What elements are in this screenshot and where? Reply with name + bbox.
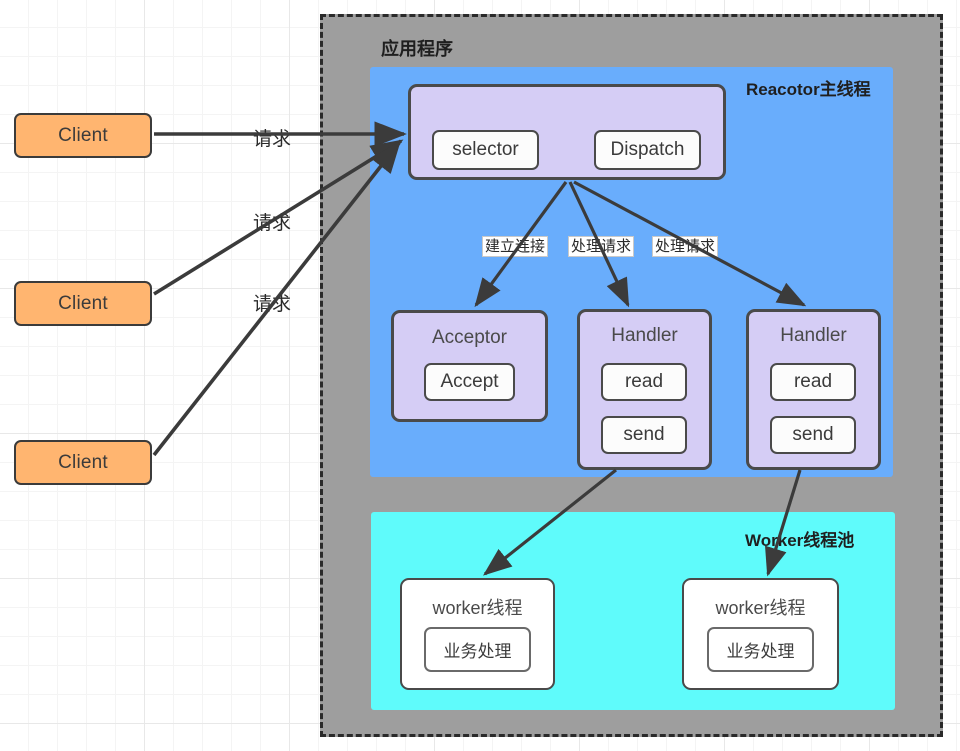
client-label: Client	[58, 292, 108, 314]
edge-label-establish-connection: 建立连接	[482, 236, 549, 258]
request-label-2: 请求	[253, 213, 292, 234]
dispatch-label: Dispatch	[610, 139, 685, 160]
send-label: send	[623, 424, 665, 445]
edge-label-handle-request-1: 处理请求	[568, 236, 635, 258]
handler-read-box-2[interactable]: read	[770, 363, 856, 401]
client-label: Client	[58, 124, 108, 146]
acceptor-title: Acceptor	[432, 327, 507, 348]
handler-send-box-1[interactable]: send	[601, 416, 687, 454]
worker-task-label: 业务处理	[443, 642, 512, 661]
app-container-title: 应用程序	[381, 39, 453, 59]
accept-box[interactable]: Accept	[424, 363, 515, 401]
handler-title: Handler	[780, 325, 847, 346]
handler-title: Handler	[611, 325, 678, 346]
read-label: read	[793, 371, 833, 392]
read-label: read	[624, 371, 664, 392]
selector-label: selector	[452, 139, 519, 160]
request-label-3: 请求	[253, 294, 292, 315]
worker-title: worker线程	[432, 598, 523, 618]
request-label-1: 请求	[253, 129, 292, 150]
handler-send-box-2[interactable]: send	[770, 416, 856, 454]
handler-box-1: Handler	[577, 309, 712, 470]
worker-pool-title: Worker线程池	[745, 531, 855, 550]
client-box-1[interactable]: Client	[14, 113, 152, 158]
worker-task-box-2[interactable]: 业务处理	[707, 627, 814, 672]
accept-label: Accept	[440, 371, 499, 392]
dispatch-box[interactable]: Dispatch	[594, 130, 701, 170]
selector-box[interactable]: selector	[432, 130, 539, 170]
worker-title: worker线程	[715, 598, 806, 618]
send-label: send	[792, 424, 834, 445]
client-box-2[interactable]: Client	[14, 281, 152, 326]
worker-task-label: 业务处理	[726, 642, 795, 661]
client-label: Client	[58, 451, 108, 473]
handler-read-box-1[interactable]: read	[601, 363, 687, 401]
client-box-3[interactable]: Client	[14, 440, 152, 485]
reactor-zone-title: Reacotor主线程	[746, 80, 871, 99]
worker-task-box-1[interactable]: 业务处理	[424, 627, 531, 672]
edge-label-handle-request-2: 处理请求	[652, 236, 719, 258]
